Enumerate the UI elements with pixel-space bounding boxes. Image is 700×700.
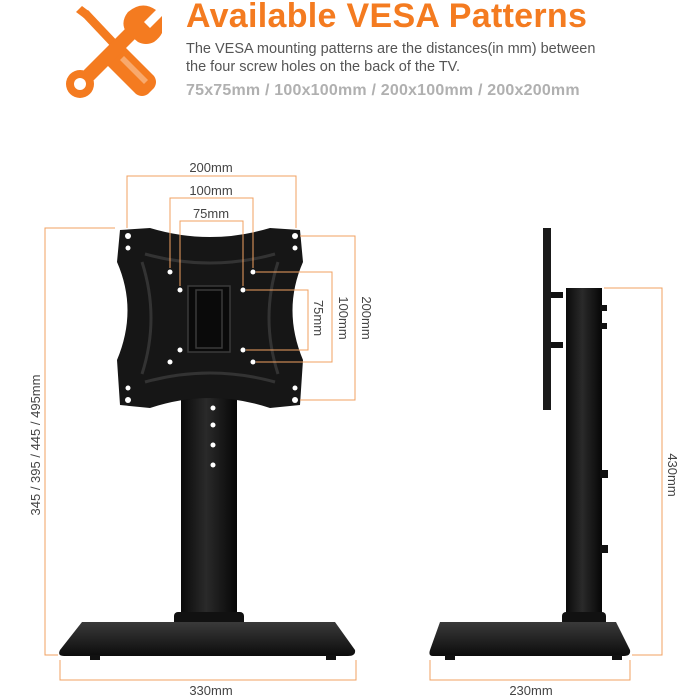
- front-dimension-labels: 200mm 100mm 75mm 200mm 100mm 75mm 345 / …: [28, 160, 374, 698]
- height-100-label: 100mm: [336, 296, 351, 339]
- side-height-label: 430mm: [665, 453, 680, 496]
- side-dimension-labels: 430mm 230mm: [509, 453, 680, 698]
- base-width-label: 330mm: [189, 683, 232, 698]
- width-75-label: 75mm: [193, 206, 229, 221]
- page-title: Available VESA Patterns: [186, 0, 588, 35]
- description-line-2: the four screw holes on the back of the …: [186, 59, 461, 75]
- height-200-label: 200mm: [359, 296, 374, 339]
- front-view: [59, 228, 356, 660]
- side-tv-plate: [543, 228, 551, 410]
- front-dimension-lines: [44, 175, 357, 681]
- side-view: [429, 228, 631, 660]
- side-glass-base: [429, 622, 631, 656]
- base-depth-label: 230mm: [509, 683, 552, 698]
- total-height-label: 345 / 395 / 445 / 495mm: [28, 375, 43, 516]
- description-line-1: The VESA mounting patterns are the dista…: [186, 41, 596, 57]
- side-pole: [566, 288, 602, 623]
- width-200-label: 200mm: [189, 160, 232, 175]
- front-pole: [181, 385, 237, 625]
- width-100-label: 100mm: [189, 183, 232, 198]
- header: Available VESA Patterns The VESA mountin…: [0, 0, 700, 110]
- side-dimension-lines: [429, 287, 663, 681]
- height-75-label: 75mm: [311, 300, 326, 336]
- vesa-pattern-list: 75x75mm / 100x100mm / 200x100mm / 200x20…: [186, 82, 580, 99]
- wrench-screwdriver-icon: [66, 5, 162, 98]
- front-glass-base: [59, 622, 356, 656]
